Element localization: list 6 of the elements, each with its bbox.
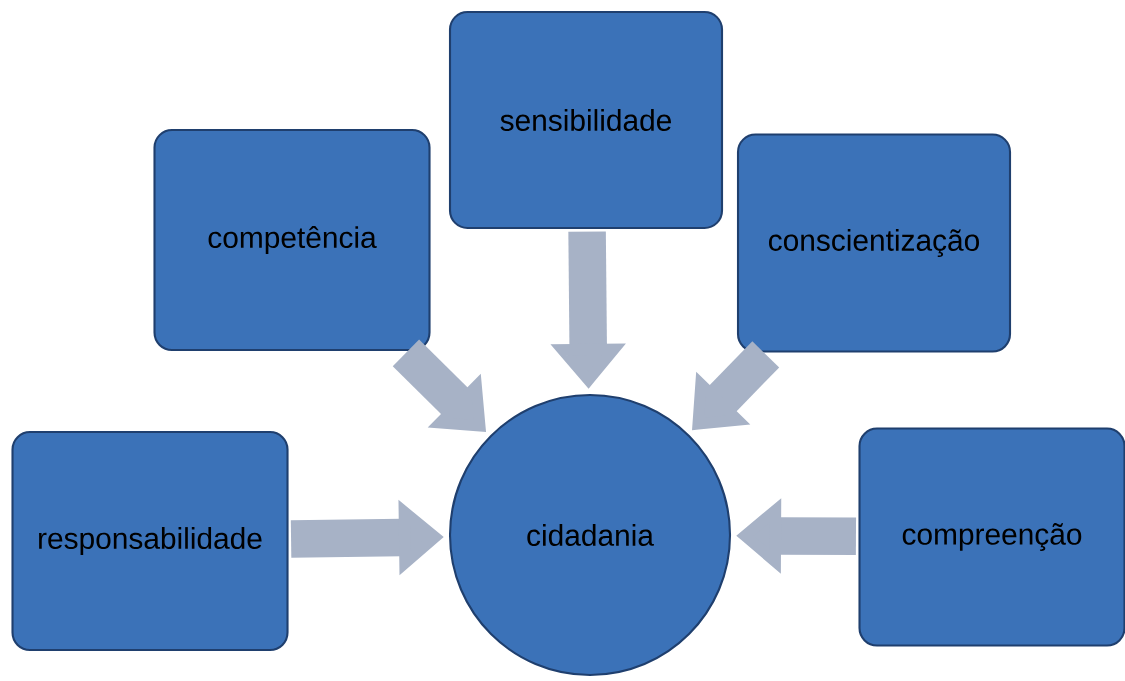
rounded-box: sensibilidade xyxy=(448,10,724,230)
rounded-box: compreenção xyxy=(858,427,1125,647)
rounded-box: conscientização xyxy=(736,133,1012,353)
rounded-box: responsabilidade xyxy=(11,430,289,652)
circle-node: cidadania xyxy=(448,393,732,677)
rounded-box: competência xyxy=(153,128,431,352)
